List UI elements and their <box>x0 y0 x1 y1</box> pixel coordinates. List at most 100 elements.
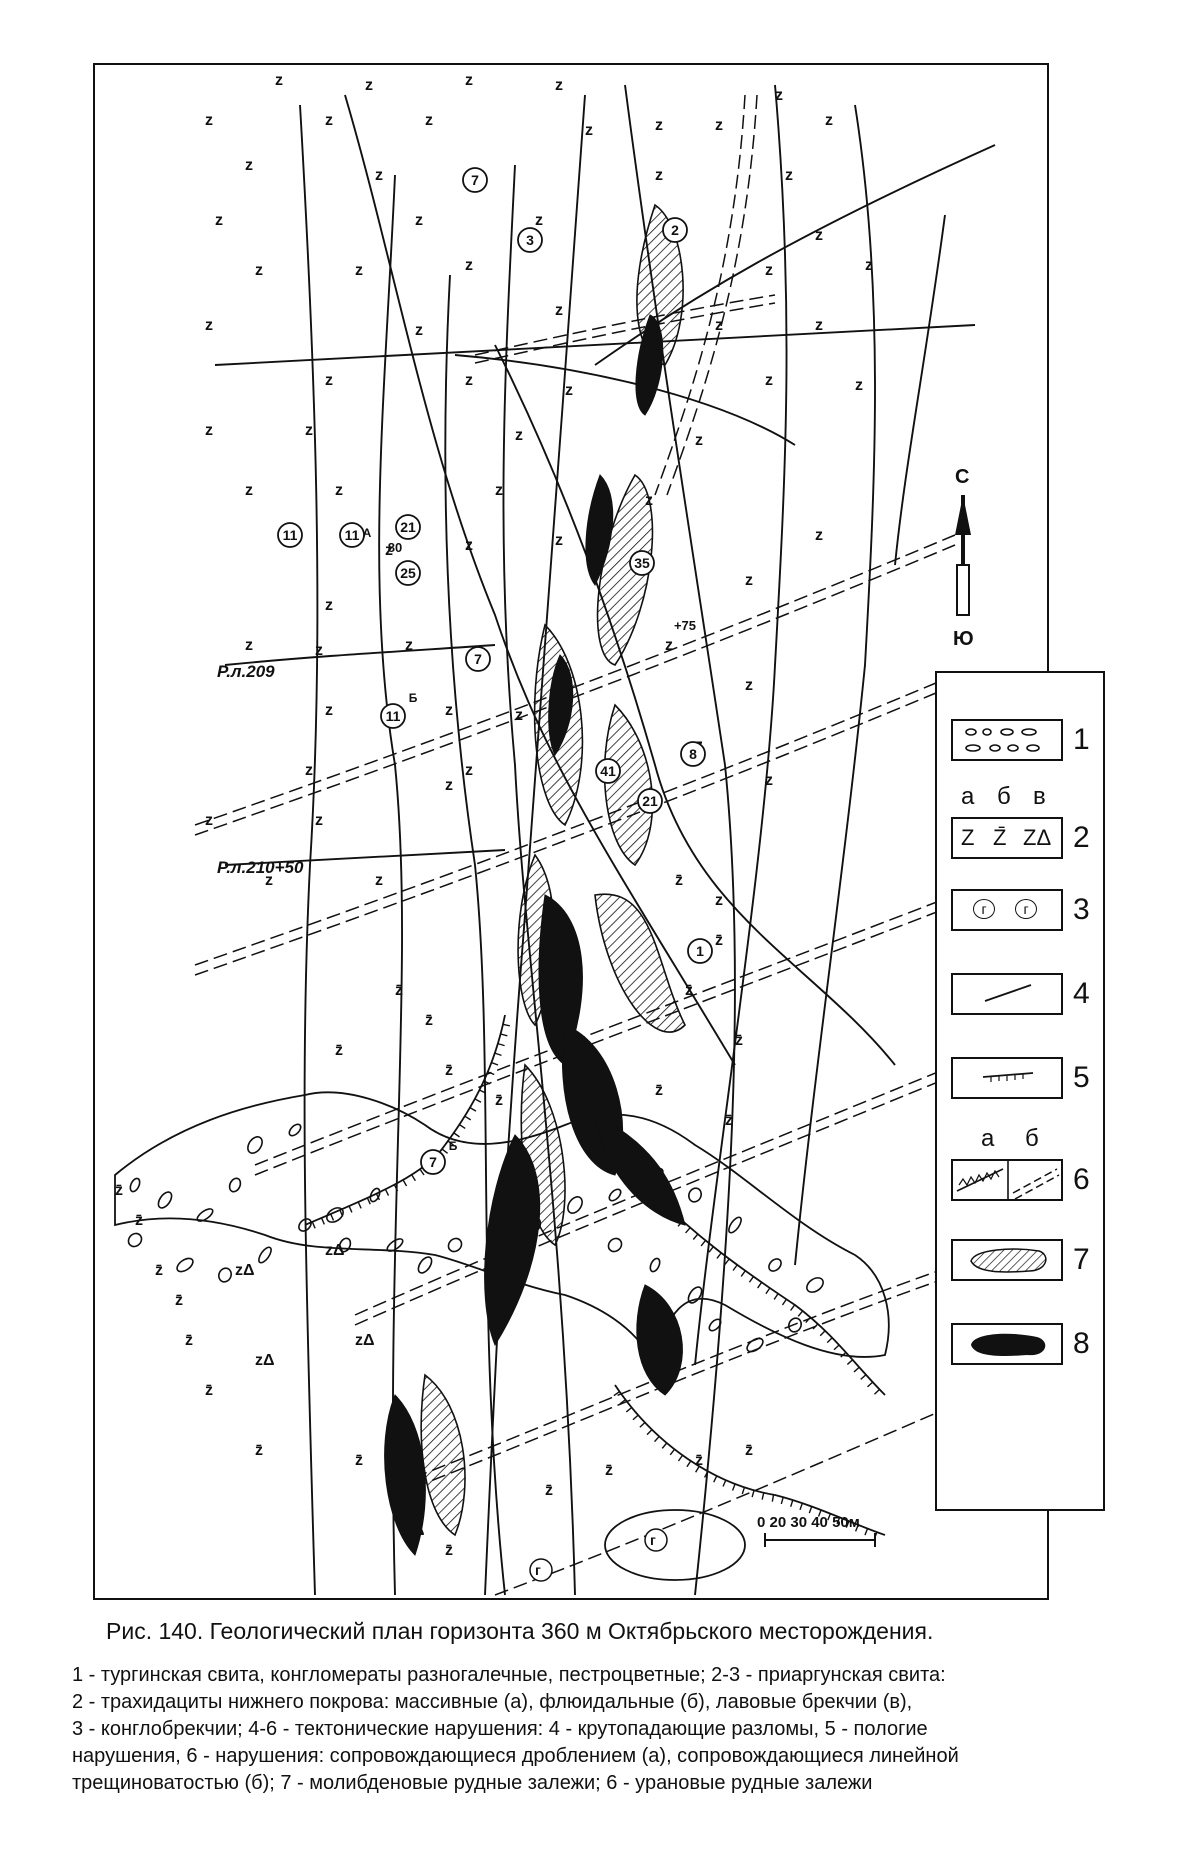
fault-tick <box>731 1483 736 1491</box>
fault-tick <box>751 1490 755 1498</box>
rock-symbol-massive: z <box>515 427 523 444</box>
legend-sublabel-b: б <box>997 783 1011 810</box>
fault-number-circle <box>595 758 621 784</box>
steep-faults <box>214 84 996 1596</box>
legend-sublabel-a: а <box>981 1125 995 1152</box>
explanation-line: 3 - конглобрекчии; 4-6 - тектонические н… <box>72 1718 928 1740</box>
legend: 1 а б в Z Z̄ ZΔ 2 г г 3 4 <box>935 671 1105 1511</box>
fault-number-circle <box>339 522 365 548</box>
fault-number-circle <box>277 522 303 548</box>
fault-number-circle <box>517 227 543 253</box>
fault-number: 21 <box>400 519 416 535</box>
fault-tick <box>740 1270 746 1277</box>
fault-tick <box>419 1168 425 1176</box>
legend-swatch-trachydacite: Z Z̄ ZΔ <box>951 817 1063 859</box>
fault-number: 11 <box>283 527 298 543</box>
legend-number-7: 7 <box>1073 1243 1090 1276</box>
legend-symbol-conglobreccia-1: г <box>973 899 995 919</box>
legend-symbol-fluidal: Z̄ <box>993 825 1007 850</box>
legend-item-5: 5 <box>951 1057 1097 1127</box>
pebble <box>608 1188 622 1202</box>
uranium-ore-bodies <box>384 314 686 1556</box>
rock-symbol-massive: z <box>715 117 723 134</box>
fault-tick <box>873 1388 880 1395</box>
pebble <box>157 1191 173 1209</box>
pebble <box>386 1238 404 1252</box>
fault-number: 1 <box>696 943 704 959</box>
rock-symbol-massive: z <box>465 372 473 389</box>
explanation-line: 1 - тургинская свита, конгломераты разно… <box>72 1664 946 1686</box>
fault-number: 11 <box>345 527 360 543</box>
legend-explanation: 1 - тургинская свита, конгломераты разно… <box>72 1662 1182 1797</box>
pebble <box>258 1246 272 1264</box>
pebble <box>298 1218 312 1232</box>
conglobreccia-letter: г <box>535 1562 541 1578</box>
pebble <box>788 1317 802 1333</box>
pebble <box>247 1136 263 1154</box>
fault-tick <box>320 1217 325 1225</box>
fault-tick <box>366 1197 371 1205</box>
fault-tick <box>716 1252 722 1259</box>
rock-symbol-fluidal: z̄ <box>715 932 723 949</box>
rock-symbol-massive: z <box>205 317 213 334</box>
rock-symbol-fluidal: z̄ <box>745 1442 753 1459</box>
rock-symbol-massive: z <box>465 762 473 779</box>
rock-symbol-breccia: zΔ <box>355 1332 375 1349</box>
fault-tick <box>833 1344 840 1351</box>
rock-symbol-massive: z <box>325 597 333 614</box>
fault-tick <box>464 1115 472 1121</box>
rock-symbol-fluidal: z̄ <box>205 1382 213 1399</box>
rock-symbol-fluidal: z̄ <box>395 982 403 999</box>
legend-symbol-massive: Z <box>961 825 975 850</box>
rock-symbol-massive: z <box>425 112 433 129</box>
pebble <box>447 1237 463 1253</box>
north-arrow: С Ю <box>953 466 974 650</box>
legend-item-3: г г 3 <box>951 889 1097 959</box>
fault-tick <box>790 1304 796 1311</box>
fault-tick <box>797 1310 804 1317</box>
fault-tick <box>819 1330 826 1337</box>
rock-symbol-fluidal: z̄ <box>695 1452 703 1469</box>
pebble <box>687 1286 703 1304</box>
scale-bar-label: 0 20 30 40 50м <box>757 1514 860 1531</box>
fault-tick <box>817 1509 822 1517</box>
conglobreccia-marker <box>529 1558 553 1582</box>
legend-item-4: 4 <box>951 973 1097 1043</box>
rock-symbol-massive: z <box>255 262 263 279</box>
fault-tick <box>761 1492 765 1500</box>
fault-tick <box>860 1374 867 1380</box>
rock-symbol-massive: z <box>765 372 773 389</box>
rock-symbol-massive: z <box>265 872 273 889</box>
dip-value: 80 <box>388 540 402 555</box>
pebble <box>746 1337 764 1353</box>
fault-tick <box>357 1201 362 1209</box>
fault-tick <box>384 1188 390 1196</box>
fault-tick <box>613 1391 620 1397</box>
fault-tick <box>724 1258 730 1265</box>
fault-tick <box>757 1281 763 1289</box>
rock-symbol-massive: z <box>555 302 563 319</box>
rock-symbol-massive: z <box>245 637 253 654</box>
pebble <box>688 1187 702 1203</box>
fault-tick <box>790 1499 794 1507</box>
rock-symbol-massive: z <box>465 257 473 274</box>
fault-index-letter: Б <box>449 1139 458 1153</box>
legend-number-3: 3 <box>1073 893 1090 926</box>
fault-tick <box>765 1287 771 1295</box>
rock-symbol-massive: z <box>465 537 473 554</box>
pebble <box>567 1196 583 1214</box>
pebble <box>218 1267 232 1283</box>
fault-number: 7 <box>474 651 482 667</box>
legend-item-8: 8 <box>951 1323 1097 1393</box>
fault-tick <box>827 1513 832 1521</box>
fault-number: 8 <box>689 746 697 762</box>
rock-symbol-fluidal: z̄ <box>655 1082 663 1099</box>
rock-symbol-massive: z <box>445 777 453 794</box>
pebble <box>806 1277 824 1293</box>
rock-symbol-massive: z <box>305 422 313 439</box>
rock-symbol-massive: z <box>365 77 373 94</box>
fault-tick <box>840 1351 847 1358</box>
